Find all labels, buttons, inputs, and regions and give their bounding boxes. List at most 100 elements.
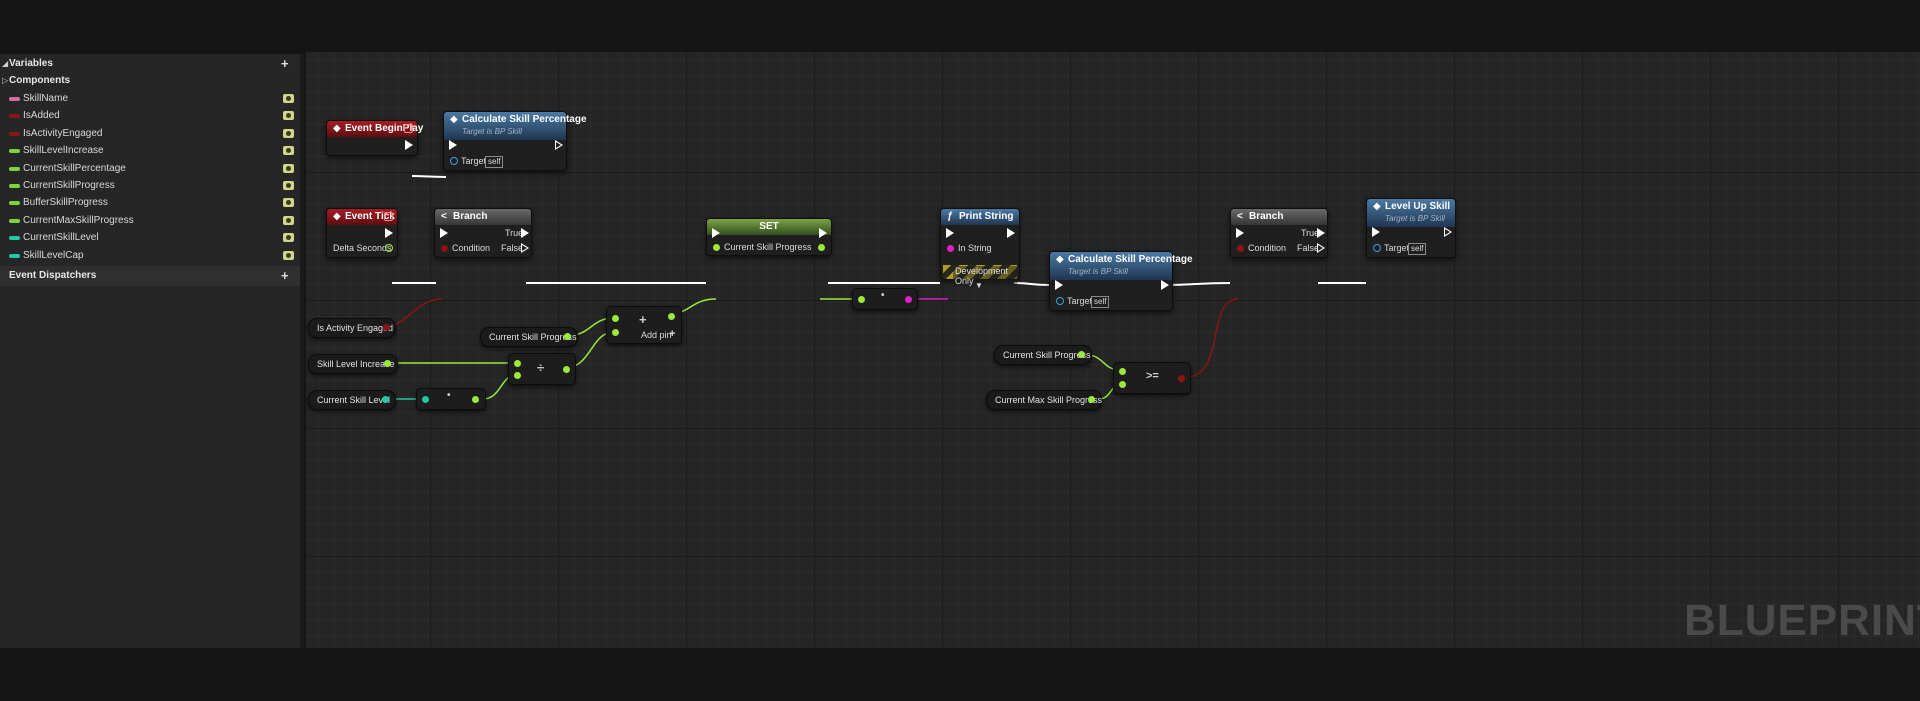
delta-seconds-pin[interactable] bbox=[385, 244, 393, 252]
float-out-pin[interactable] bbox=[563, 366, 570, 373]
get-is-activity-engaged-node[interactable]: Is Activity Engaged bbox=[308, 318, 396, 338]
condition-pin[interactable] bbox=[441, 245, 448, 252]
float-out-pin[interactable] bbox=[472, 396, 479, 403]
exec-out-pin[interactable] bbox=[1444, 227, 1452, 237]
variable-item[interactable]: IsActivityEngaged bbox=[0, 126, 300, 143]
branch-node[interactable]: < Branch True Condition False bbox=[1230, 208, 1328, 258]
variable-item[interactable]: CurrentSkillProgress bbox=[0, 178, 300, 195]
level-up-skill-node[interactable]: ◆ Level Up Skill Target is BP Skill Targ… bbox=[1366, 198, 1456, 258]
add-pin-plus-icon[interactable]: + bbox=[669, 328, 676, 340]
visibility-eye-icon[interactable] bbox=[283, 111, 294, 121]
add-pin-label[interactable]: Add pin bbox=[641, 330, 672, 340]
variable-item[interactable]: SkillName bbox=[0, 91, 300, 108]
visibility-eye-icon[interactable] bbox=[283, 181, 294, 190]
calculate-skill-percentage-node[interactable]: ◆ Calculate Skill Percentage Target is B… bbox=[443, 111, 587, 171]
target-self-value[interactable]: self bbox=[485, 156, 504, 168]
exec-in-pin[interactable] bbox=[1055, 280, 1063, 290]
get-current-skill-progress-node[interactable]: Current Skill Progress bbox=[994, 345, 1092, 365]
float-in-pin-a[interactable] bbox=[612, 315, 619, 322]
float-in-pin-b[interactable] bbox=[514, 372, 521, 379]
float-in-pin-a[interactable] bbox=[514, 360, 521, 367]
get-current-skill-progress-node[interactable]: Current Skill Progress bbox=[480, 327, 578, 347]
branch-node[interactable]: < Branch True Condition False bbox=[434, 208, 532, 258]
visibility-eye-icon[interactable] bbox=[283, 215, 294, 225]
target-self-value[interactable]: self bbox=[1091, 296, 1110, 308]
exec-out-pin[interactable] bbox=[1161, 280, 1169, 290]
get-current-max-skill-progress-node[interactable]: Current Max Skill Progress bbox=[986, 390, 1102, 410]
target-pin[interactable] bbox=[1373, 244, 1381, 252]
float-out-pin[interactable] bbox=[1078, 351, 1085, 358]
bool-out-pin[interactable] bbox=[383, 324, 390, 331]
variable-item[interactable]: BufferSkillProgress bbox=[0, 195, 300, 212]
target-pin[interactable] bbox=[1056, 297, 1064, 305]
exec-out-pin[interactable] bbox=[1007, 228, 1015, 238]
components-section-header[interactable]: ▷ Components bbox=[0, 73, 300, 89]
print-string-node[interactable]: ƒ Print String In String Development Onl… bbox=[940, 208, 1020, 290]
variable-item[interactable]: SkillLevelIncrease bbox=[0, 143, 300, 160]
get-current-skill-level-node[interactable]: Current Skill Level bbox=[308, 390, 396, 410]
visibility-eye-icon[interactable] bbox=[283, 128, 294, 138]
visibility-eye-icon[interactable] bbox=[283, 250, 294, 260]
variable-item[interactable]: CurrentMaxSkillProgress bbox=[0, 213, 300, 230]
event-dispatchers-section-header[interactable]: Event Dispatchers + bbox=[0, 266, 300, 286]
int-out-pin[interactable] bbox=[382, 396, 389, 403]
add-node[interactable]: + Add pin + bbox=[606, 306, 682, 344]
exec-out-pin[interactable] bbox=[555, 140, 563, 150]
float-out-pin[interactable] bbox=[1088, 396, 1095, 403]
in-string-pin[interactable] bbox=[947, 245, 954, 252]
target-self-value[interactable]: self bbox=[1408, 243, 1427, 255]
exec-in-pin[interactable] bbox=[946, 228, 954, 238]
false-exec-pin[interactable] bbox=[1317, 243, 1325, 253]
false-exec-pin[interactable] bbox=[521, 243, 529, 253]
visibility-eye-icon[interactable] bbox=[283, 163, 294, 173]
target-pin[interactable] bbox=[450, 157, 458, 165]
variable-item[interactable]: SkillLevelCap bbox=[0, 248, 300, 265]
float-in-pin-b[interactable] bbox=[1119, 381, 1126, 388]
float-out-pin[interactable] bbox=[384, 360, 391, 367]
float-out-pin[interactable] bbox=[564, 333, 571, 340]
add-event-dispatcher-button[interactable]: + bbox=[281, 268, 289, 283]
float-in-pin-a[interactable] bbox=[1119, 368, 1126, 375]
greater-equal-node[interactable]: >= bbox=[1113, 362, 1191, 394]
string-out-pin[interactable] bbox=[905, 296, 912, 303]
conversion-node[interactable]: • bbox=[852, 288, 918, 310]
conversion-node[interactable]: • bbox=[416, 388, 486, 410]
visibility-eye-icon[interactable] bbox=[283, 233, 294, 243]
visibility-eye-icon[interactable] bbox=[283, 198, 294, 208]
add-variable-button[interactable]: + bbox=[281, 56, 289, 71]
exec-in-pin[interactable] bbox=[1372, 227, 1380, 237]
delegate-pin-icon[interactable] bbox=[404, 124, 413, 133]
exec-out-pin[interactable] bbox=[385, 228, 393, 238]
delegate-pin-icon[interactable] bbox=[384, 212, 393, 221]
float-in-pin[interactable] bbox=[858, 296, 865, 303]
get-skill-level-increase-node[interactable]: Skill Level Increase bbox=[308, 354, 398, 374]
value-in-pin[interactable] bbox=[713, 244, 720, 251]
exec-in-pin[interactable] bbox=[449, 140, 457, 150]
event-tick-node[interactable]: ◆ Event Tick Delta Seconds bbox=[326, 208, 398, 258]
float-out-pin[interactable] bbox=[668, 313, 675, 320]
condition-pin[interactable] bbox=[1237, 245, 1244, 252]
true-exec-pin[interactable] bbox=[1317, 228, 1325, 238]
variables-section-header[interactable]: ◢ Variables + bbox=[0, 56, 300, 72]
exec-in-pin[interactable] bbox=[1236, 228, 1244, 238]
blueprint-graph-canvas[interactable]: ◆ Event BeginPlay ◆ Calculate Skill Perc… bbox=[306, 52, 1920, 648]
exec-in-pin[interactable] bbox=[712, 228, 720, 238]
float-in-pin-b[interactable] bbox=[612, 329, 619, 336]
true-exec-pin[interactable] bbox=[521, 228, 529, 238]
visibility-eye-icon[interactable] bbox=[283, 94, 294, 103]
bool-out-pin[interactable] bbox=[1178, 375, 1185, 382]
divide-node[interactable]: ÷ bbox=[508, 353, 576, 385]
set-variable-node[interactable]: SET Current Skill Progress bbox=[706, 218, 832, 256]
variable-item[interactable]: IsAdded bbox=[0, 108, 300, 125]
collapse-arrow-icon[interactable]: ▷ bbox=[2, 76, 9, 85]
expand-chevron-icon[interactable]: ▼ bbox=[975, 281, 983, 290]
calculate-skill-percentage-node[interactable]: ◆ Calculate Skill Percentage Target is B… bbox=[1049, 251, 1193, 311]
exec-out-pin[interactable] bbox=[819, 228, 827, 238]
event-beginplay-node[interactable]: ◆ Event BeginPlay bbox=[326, 120, 423, 156]
visibility-eye-icon[interactable] bbox=[283, 146, 294, 156]
variable-item[interactable]: CurrentSkillPercentage bbox=[0, 161, 300, 178]
variable-item[interactable]: CurrentSkillLevel bbox=[0, 230, 300, 247]
value-out-pin[interactable] bbox=[818, 244, 825, 251]
int-in-pin[interactable] bbox=[422, 396, 429, 403]
exec-in-pin[interactable] bbox=[440, 228, 448, 238]
